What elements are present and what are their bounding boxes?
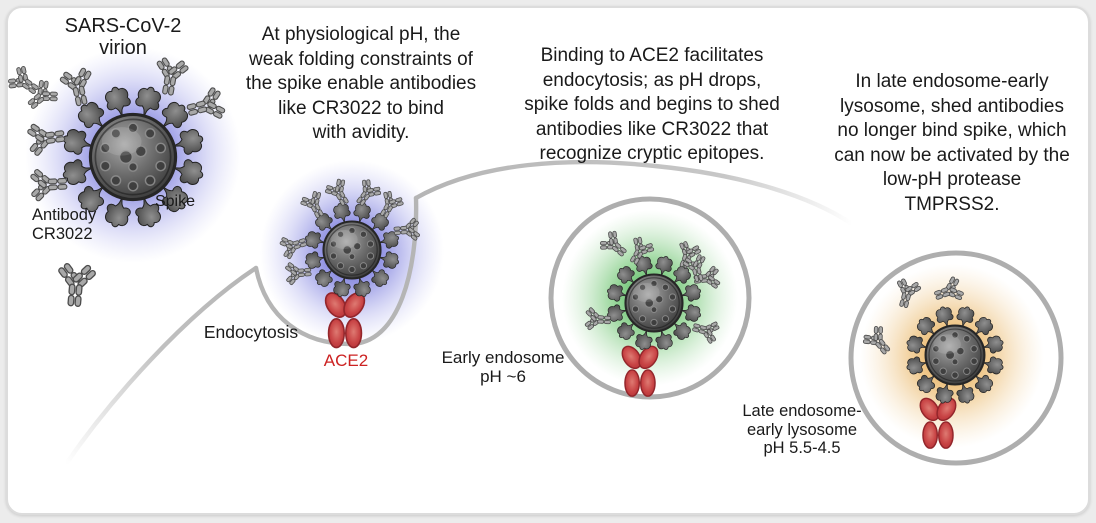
ace2-label: ACE2: [323, 351, 369, 370]
early-endosome-label: Early endosome pH ~6: [441, 348, 565, 386]
antibody-cr3022-label: Antibody CR3022: [32, 206, 97, 243]
stage3-caption: Binding to ACE2 facilitates endocytosis;…: [524, 45, 780, 164]
stage1-title: SARS-CoV-2 virion: [64, 15, 182, 59]
endocytosis-label: Endocytosis: [203, 322, 299, 342]
stage2-caption: At physiological pH, the weak folding co…: [245, 24, 477, 143]
stage4-caption: In late endosome-early lysosome, shed an…: [834, 71, 1070, 215]
late-endosome-membrane-circle: [848, 250, 1064, 466]
antibody-y-icon: [55, 262, 97, 308]
early-endosome-membrane-circle: [548, 196, 752, 400]
late-endosome-label: Late endosome- early lysosome pH 5.5-4.5: [742, 402, 862, 457]
spike-label: Spike: [154, 193, 196, 210]
